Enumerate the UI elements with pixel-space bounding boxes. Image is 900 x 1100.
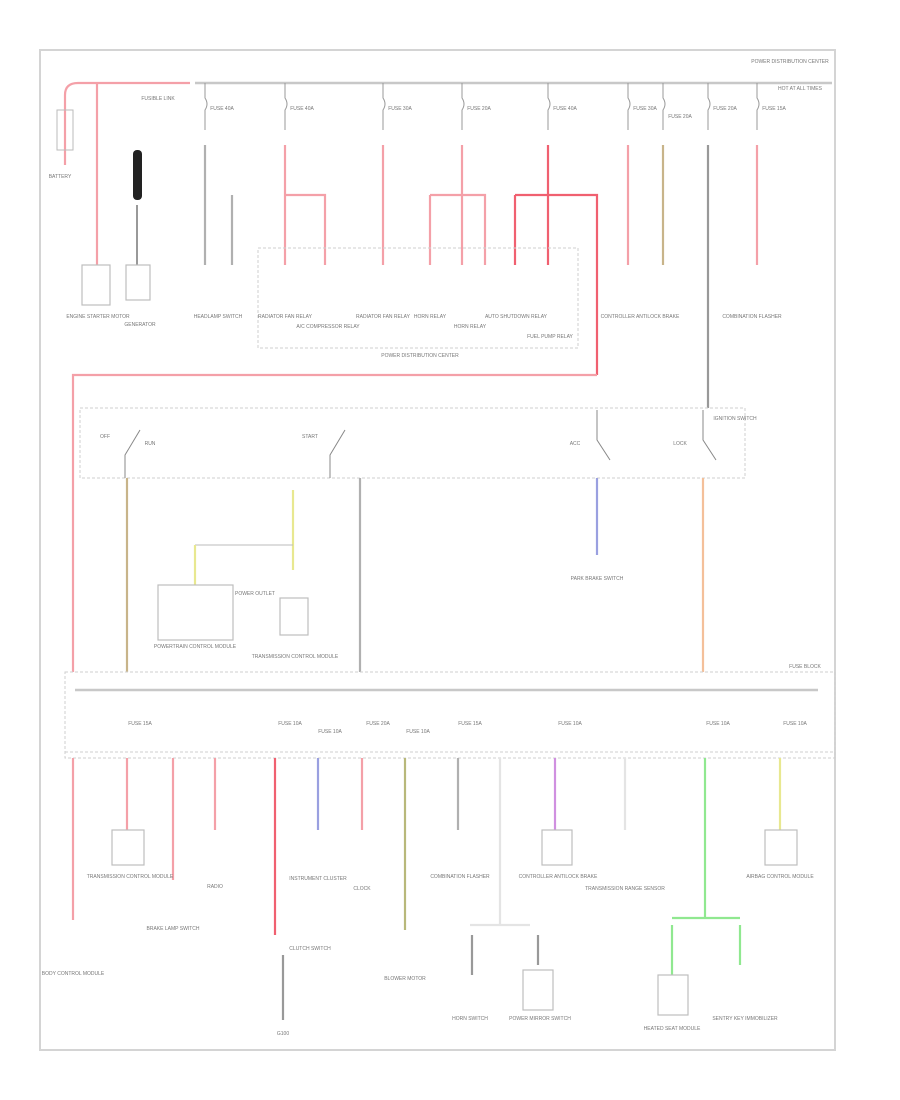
fuse: FUSE 20A bbox=[662, 83, 692, 130]
diagram-label: POWER OUTLET bbox=[235, 591, 275, 597]
diagram-label: FUEL PUMP RELAY bbox=[527, 334, 573, 340]
diagram-label: TRANSMISSION CONTROL MODULE bbox=[87, 874, 174, 880]
fuse: FUSE 40A bbox=[547, 83, 577, 130]
diagram-label: FUSE 30A bbox=[388, 106, 412, 112]
battery-icon bbox=[56, 109, 74, 151]
starter-motor bbox=[81, 264, 111, 306]
fuse: FUSE 30A bbox=[382, 83, 412, 130]
generator-label: GENERATOR bbox=[124, 322, 156, 328]
diagram-label: CLOCK bbox=[353, 886, 371, 892]
diagram-label: LOCK bbox=[673, 441, 687, 447]
diagram-label: BODY CONTROL MODULE bbox=[42, 971, 105, 977]
diagram-label: CLUTCH SWITCH bbox=[289, 946, 331, 952]
diagram-label: FUSE 20A bbox=[668, 114, 692, 120]
pdc-box bbox=[257, 247, 579, 349]
diagram-label: A/C COMPRESSOR RELAY bbox=[296, 324, 360, 330]
fuse: FUSE 20A bbox=[461, 83, 491, 130]
ignition-switch: IGNITION SWITCH OFF RUN START ACC LOCK P… bbox=[71, 373, 757, 672]
pdc-bottom-label: POWER DISTRIBUTION CENTER bbox=[381, 353, 459, 359]
diagram-label: HORN SWITCH bbox=[452, 1016, 488, 1022]
diagram-label: FUSE 10A bbox=[318, 729, 342, 735]
battery-cable bbox=[63, 81, 190, 165]
diagram-label: START bbox=[302, 434, 318, 440]
diagram-label: FUSE 15A bbox=[762, 106, 786, 112]
diagram-label: ACC bbox=[570, 441, 581, 447]
top-section: BATTERY FUSIBLE LINK ENGINE STARTER MOTO… bbox=[49, 59, 832, 408]
diagram-label: FUSE 40A bbox=[210, 106, 234, 112]
top-fuses: FUSE 40A FUSE 40A FUSE 30A FUSE 20A FUSE… bbox=[204, 83, 786, 130]
diagram-frame bbox=[39, 49, 836, 1051]
diagram-label: HEATED SEAT MODULE bbox=[644, 1026, 701, 1032]
diagram-label: HEADLAMP SWITCH bbox=[194, 314, 243, 320]
fuse: FUSE 40A bbox=[284, 83, 314, 130]
diagram-label: TRANSMISSION RANGE SENSOR bbox=[585, 886, 665, 892]
starter-label: ENGINE STARTER MOTOR bbox=[66, 314, 130, 320]
diagram-label: INSTRUMENT CLUSTER bbox=[289, 876, 347, 882]
diagram-label: FUSE 10A bbox=[783, 721, 807, 727]
bottom-wires bbox=[71, 758, 782, 1020]
diagram-label: SENTRY KEY IMMOBILIZER bbox=[712, 1016, 778, 1022]
diagram-label: AIRBAG CONTROL MODULE bbox=[746, 874, 814, 880]
diagram-label: FUSE 40A bbox=[290, 106, 314, 112]
diagram-label: FUSE 20A bbox=[713, 106, 737, 112]
fuse: FUSE 30A bbox=[627, 83, 657, 130]
fusible-link-label: FUSIBLE LINK bbox=[141, 96, 175, 102]
fuse-block: FUSE BLOCK FUSE 15A FUSE 10A FUSE 10A FU… bbox=[64, 664, 836, 759]
diagram-label: OFF bbox=[100, 434, 110, 440]
bottom-components bbox=[111, 829, 798, 1016]
diagram-label: G100 bbox=[277, 1031, 289, 1037]
ignition-switch-label: IGNITION SWITCH bbox=[713, 416, 757, 422]
power-outlet bbox=[157, 584, 234, 641]
diagram-label: FUSE 20A bbox=[467, 106, 491, 112]
diagram-label: CONTROLLER ANTILOCK BRAKE bbox=[519, 874, 598, 880]
diagram-label: HORN RELAY bbox=[414, 314, 447, 320]
diagram-label: BRAKE LAMP SWITCH bbox=[147, 926, 200, 932]
diagram-label: AUTO SHUTDOWN RELAY bbox=[485, 314, 548, 320]
diagram-label: HORN RELAY bbox=[454, 324, 487, 330]
diagram-label: FUSE 10A bbox=[558, 721, 582, 727]
diagram-label: FUSE 10A bbox=[406, 729, 430, 735]
diagram-label: FUSE 10A bbox=[706, 721, 730, 727]
feed-wire bbox=[71, 373, 597, 672]
diagram-label: FUSE 30A bbox=[633, 106, 657, 112]
diagram-label: POWER MIRROR SWITCH bbox=[509, 1016, 571, 1022]
fusible-link-icon bbox=[133, 150, 142, 200]
top-devices: HEADLAMP SWITCH RADIATOR FAN RELAY A/C C… bbox=[194, 314, 782, 340]
diagram-label: RADIATOR FAN RELAY bbox=[356, 314, 411, 320]
hot-label: HOT AT ALL TIMES bbox=[778, 86, 823, 92]
diagram-label: COMBINATION FLASHER bbox=[430, 874, 490, 880]
diagram-label: CONTROLLER ANTILOCK BRAKE bbox=[601, 314, 680, 320]
diagram-label: BLOWER MOTOR bbox=[384, 976, 426, 982]
fuse-block-label: FUSE BLOCK bbox=[789, 664, 821, 670]
diagram-label: PARK BRAKE SWITCH bbox=[571, 576, 624, 582]
top-wires bbox=[203, 145, 759, 408]
fuse: FUSE 15A bbox=[756, 83, 786, 130]
diagram-label: FUSE 15A bbox=[458, 721, 482, 727]
diagram-label: RADIO bbox=[207, 884, 223, 890]
diagram-label: COMBINATION FLASHER bbox=[722, 314, 782, 320]
diagram-label: RADIATOR FAN RELAY bbox=[258, 314, 313, 320]
battery-label: BATTERY bbox=[49, 174, 72, 180]
diagram-label: FUSE 40A bbox=[553, 106, 577, 112]
bottom-labels: BODY CONTROL MODULE TRANSMISSION CONTROL… bbox=[42, 874, 815, 1037]
diagram-label: TRANSMISSION CONTROL MODULE bbox=[252, 654, 339, 660]
tcm-box bbox=[279, 597, 309, 636]
fuse: FUSE 40A bbox=[204, 83, 234, 130]
diagram-label: RUN bbox=[145, 441, 156, 447]
diagram-label: FUSE 20A bbox=[366, 721, 390, 727]
diagram-label: FUSE 15A bbox=[128, 721, 152, 727]
diagram-label: FUSE 10A bbox=[278, 721, 302, 727]
fuse: FUSE 20A bbox=[707, 83, 737, 130]
diagram-label: POWERTRAIN CONTROL MODULE bbox=[154, 644, 237, 650]
pdc-label: POWER DISTRIBUTION CENTER bbox=[751, 59, 829, 65]
generator bbox=[125, 264, 151, 301]
